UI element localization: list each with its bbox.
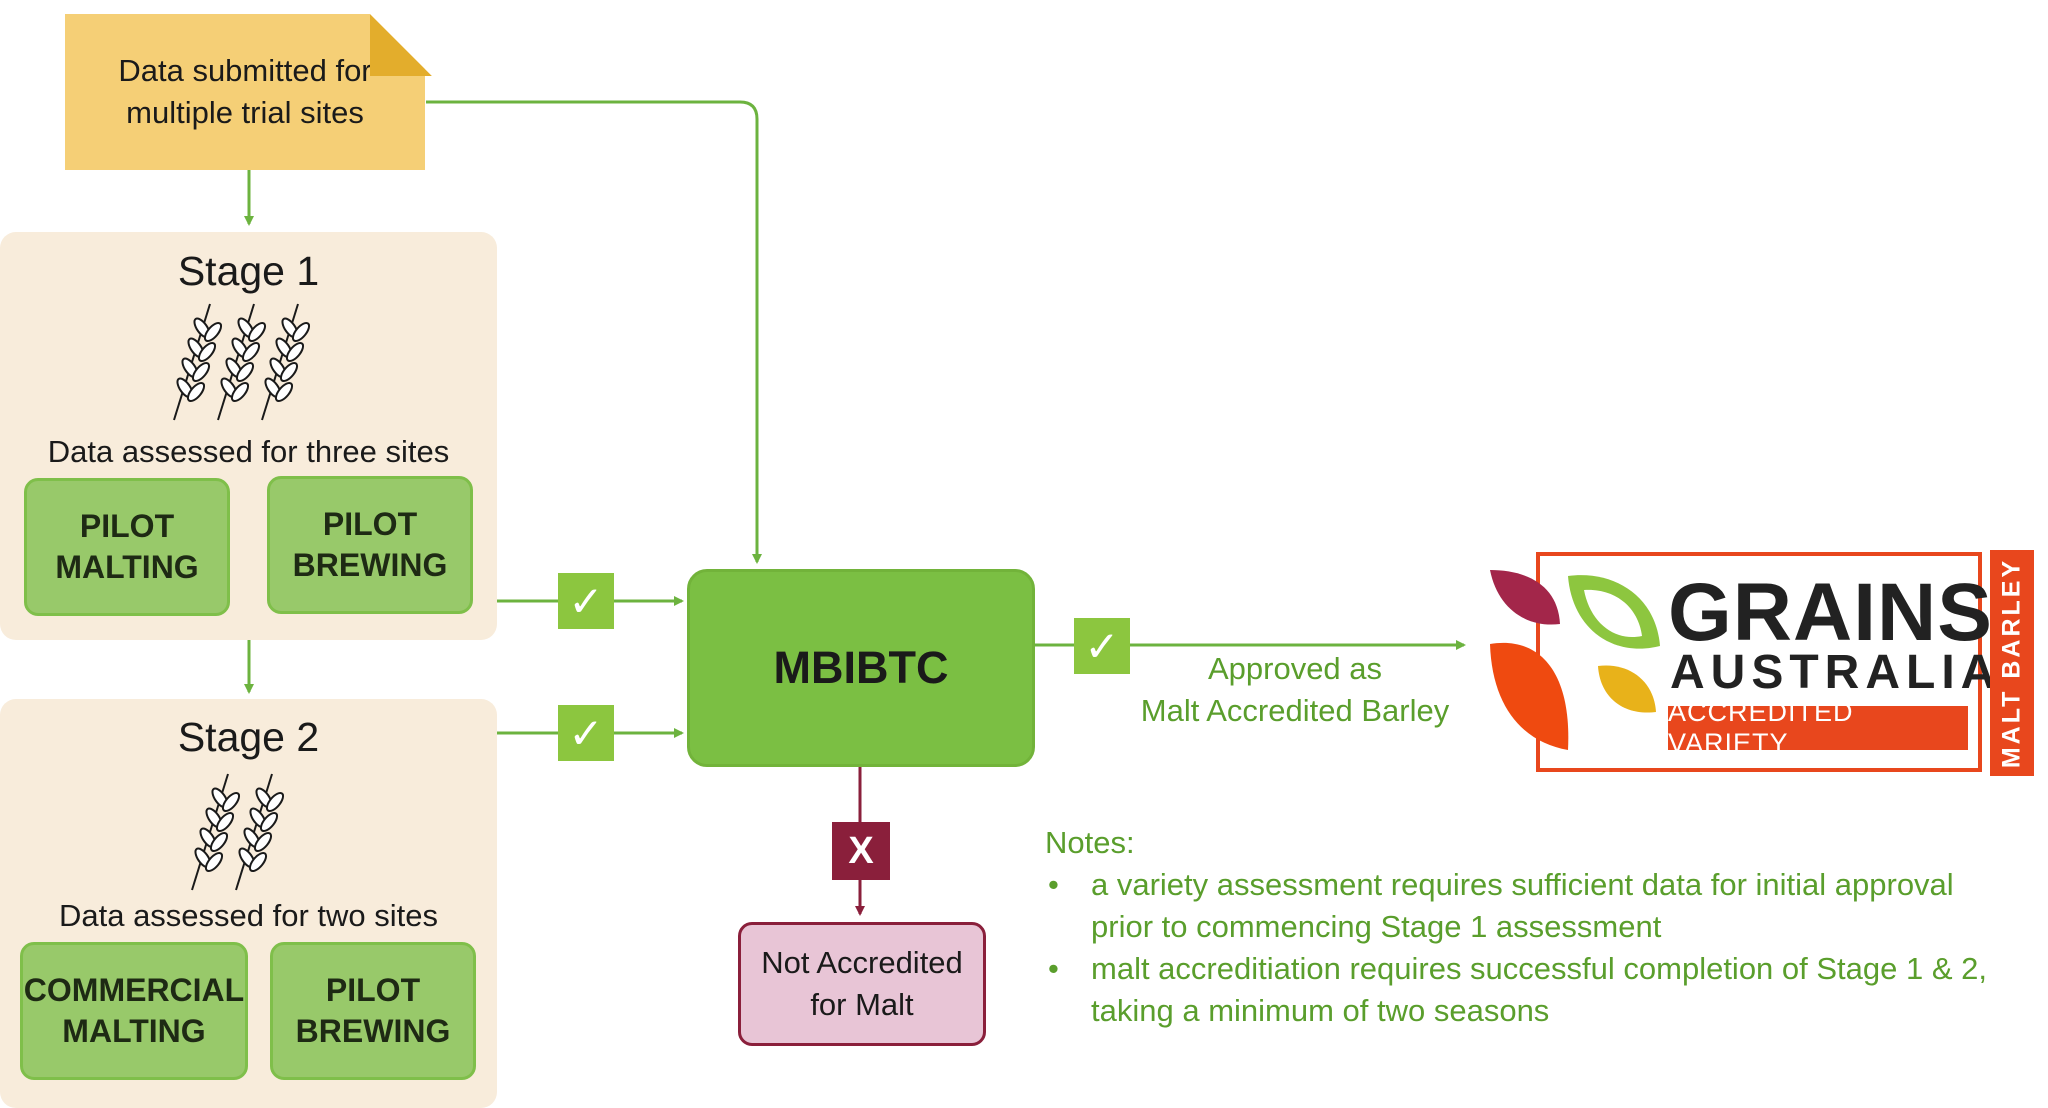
logo-grains-text: GRAINS [1668, 567, 1993, 658]
page-fold-icon [370, 14, 432, 76]
pilot-malting-box: PILOT MALTING [24, 478, 230, 616]
approved-label: Approved as Malt Accredited Barley [1140, 651, 1450, 728]
leaf-logo-icon [1490, 570, 1660, 750]
notes-title: Notes: [1045, 825, 1135, 860]
not-accredited-box: Not Accredited for Malt [738, 922, 986, 1046]
note-item: • malt accreditiation requires successfu… [1045, 948, 2005, 1032]
wheat-icon [173, 303, 311, 421]
stage1-title: Stage 1 [177, 248, 320, 294]
logo-australia-text: AUSTRALIA [1670, 646, 2002, 699]
not-accredited-label: Not Accredited for Malt [761, 945, 963, 1022]
malt-barley-tab: MALT BARLEY [1990, 550, 2034, 776]
bullet-icon: • [1048, 867, 1059, 902]
wheat-icon [191, 773, 285, 891]
stage2-title: Stage 2 [177, 714, 320, 760]
stage1-subtitle: Data assessed for three sites [47, 434, 450, 469]
submitted-note: Data submitted for multiple trial sites [65, 14, 425, 170]
stage2-subtitle: Data assessed for two sites [58, 898, 439, 933]
check-icon: ✓ [558, 705, 614, 761]
accredited-variety-badge: ACCREDITED VARIETY [1668, 697, 1968, 758]
pilot-brewing-box: PILOT BREWING [267, 476, 473, 614]
mbibtc-box: MBIBTC [687, 569, 1035, 767]
note-item-text: a variety assessment requires sufficient… [1091, 867, 1954, 944]
commercial-malting-box: COMMERCIAL MALTING [20, 942, 248, 1080]
submitted-note-text: Data submitted for multiple trial sites [118, 53, 372, 130]
check-icon: ✓ [558, 573, 614, 629]
notes-section: Notes: • a variety assessment requires s… [1045, 822, 2005, 1032]
notes-list: • a variety assessment requires sufficie… [1045, 864, 2005, 1032]
note-item: • a variety assessment requires sufficie… [1045, 864, 2005, 948]
malt-barley-label: MALT BARLEY [1997, 557, 2026, 769]
check-icon: ✓ [1074, 618, 1130, 674]
cross-icon: X [832, 822, 890, 880]
arrow-note-to-mbibtc [426, 100, 762, 564]
note-item-text: malt accreditiation requires successful … [1091, 951, 1988, 1028]
bullet-icon: • [1048, 951, 1059, 986]
pilot-brewing-box-stage2: PILOT BREWING [270, 942, 476, 1080]
